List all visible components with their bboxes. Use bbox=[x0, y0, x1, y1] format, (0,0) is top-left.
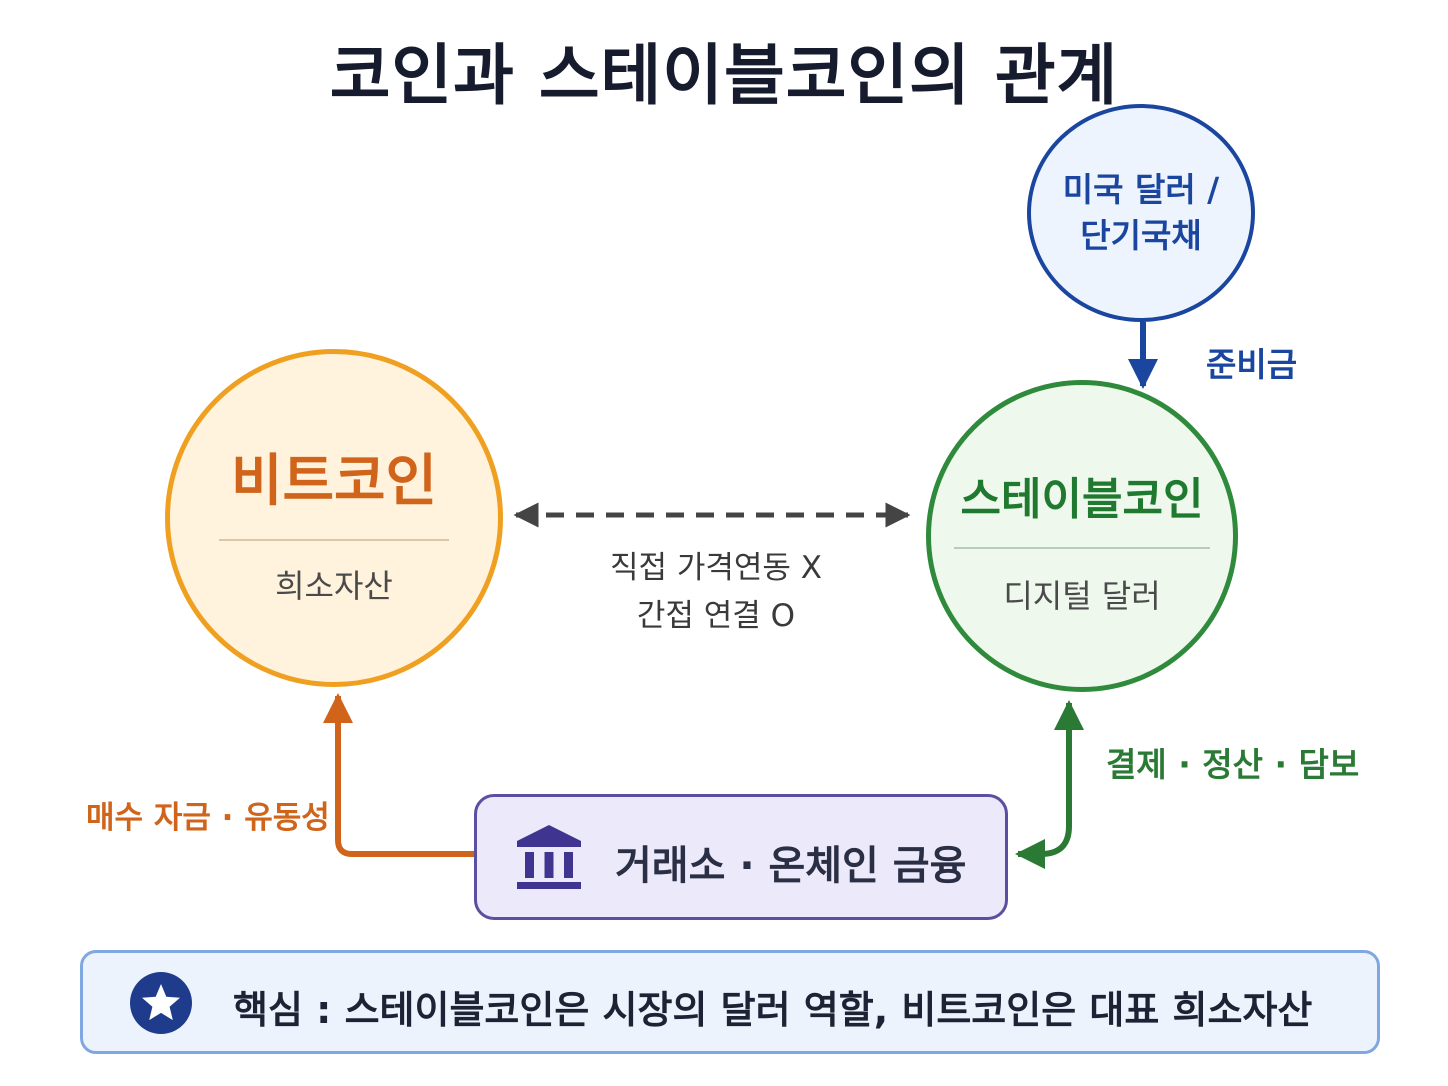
stablecoin-to-exchange-arrow bbox=[1015, 825, 1072, 869]
reserve-asset-line1: 미국 달러 / bbox=[1062, 170, 1220, 209]
stablecoin-use-label: 결제 · 정산 · 담보 bbox=[1106, 745, 1360, 784]
relation-label: 직접 가격연동 X 간접 연결 O bbox=[566, 544, 866, 640]
bitcoin-flow-label: 매수 자금 · 유동성 bbox=[86, 800, 330, 836]
stablecoin-circle: 스테이블코인 디지털 달러 bbox=[926, 380, 1238, 692]
bitcoin-circle: 비트코인 희소자산 bbox=[165, 349, 503, 687]
reserve-asset-circle: 미국 달러 / 단기국채 bbox=[1027, 104, 1255, 322]
bitcoin-flow-arrow bbox=[323, 693, 474, 857]
relation-label-line1: 직접 가격연동 X bbox=[609, 550, 823, 586]
stablecoin-divider bbox=[954, 547, 1210, 549]
key-message-box: 핵심 : 스테이블코인은 시장의 달러 역할, 비트코인은 대표 희소자산 bbox=[80, 950, 1380, 1054]
stablecoin-name: 스테이블코인 bbox=[960, 474, 1204, 525]
exchange-box: 거래소 · 온체인 금융 bbox=[474, 794, 1008, 920]
bitcoin-subtitle: 희소자산 bbox=[275, 566, 393, 605]
bitcoin-name: 비트코인 bbox=[230, 448, 438, 514]
page-title: 코인과 스테이블코인의 관계 bbox=[329, 37, 1119, 114]
key-message-text: 핵심 : 스테이블코인은 시장의 달러 역할, 비트코인은 대표 희소자산 bbox=[233, 988, 1313, 1032]
exchange-label: 거래소 · 온체인 금융 bbox=[615, 843, 967, 889]
reserve-label: 준비금 bbox=[1206, 345, 1298, 384]
stablecoin-subtitle: 디지털 달러 bbox=[1003, 577, 1161, 615]
bank-icon bbox=[517, 825, 581, 889]
reserve-asset-line2: 단기국채 bbox=[1080, 216, 1202, 255]
bitcoin-divider bbox=[219, 538, 449, 541]
star-icon bbox=[130, 972, 192, 1034]
relation-label-line2: 간접 연결 O bbox=[636, 598, 796, 634]
